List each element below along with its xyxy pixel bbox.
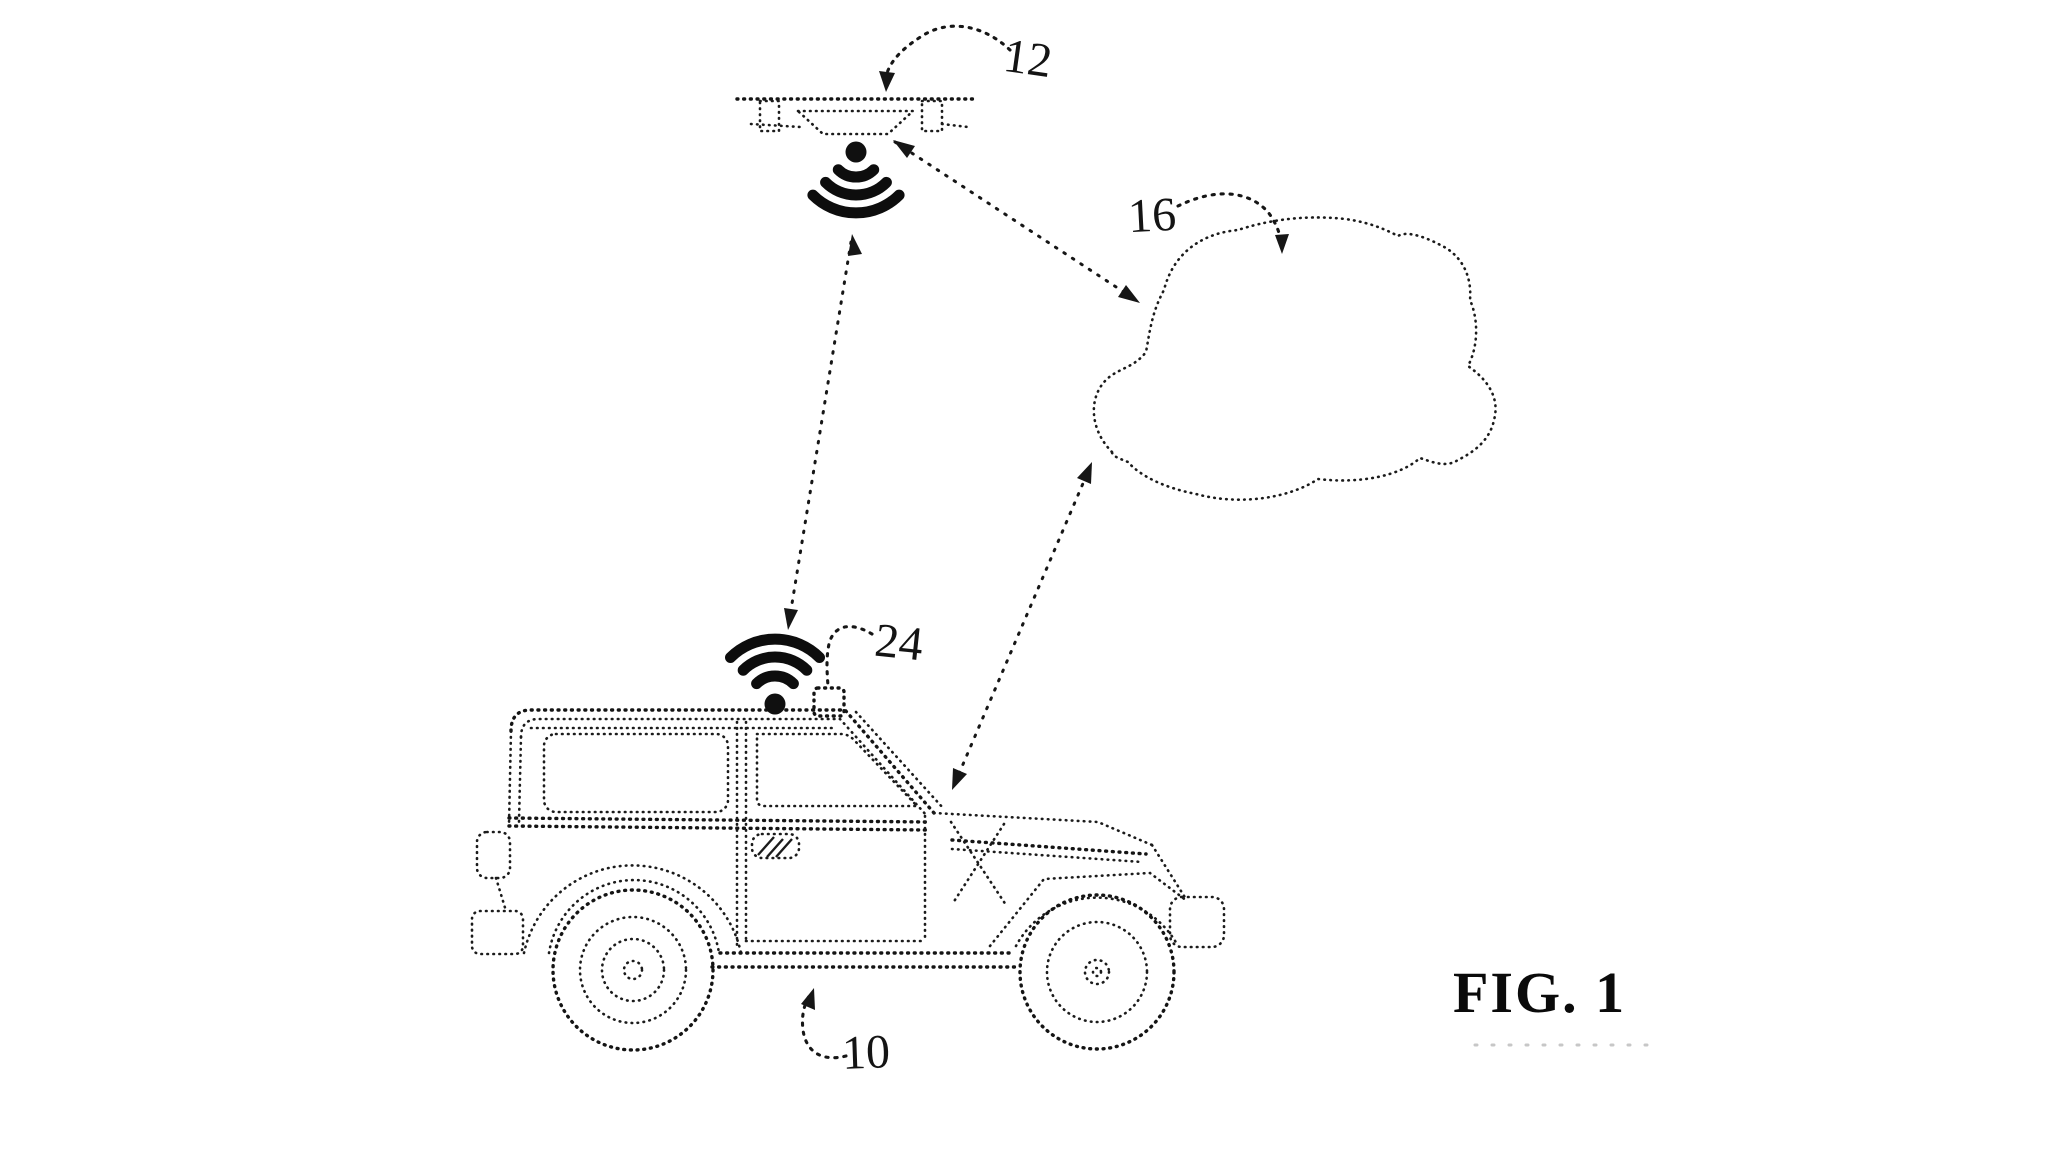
vehicle-roof-outer [509,708,936,815]
wifi-arc-1 [751,670,799,690]
wifi-dot [845,141,867,163]
leader-10 [800,991,848,1060]
vehicle-rear-window [542,732,730,814]
wifi-dot [764,693,786,715]
vehicle-rear-wheel-arch-inner [547,878,721,955]
vehicle-wifi-icon [725,633,825,715]
vehicle-front-face [1150,843,1188,901]
front-rim [1083,958,1111,986]
vehicle-cowl-brace [949,820,1008,907]
vehicle-roof-inner [519,717,929,818]
figure-caption: FIG. 1 [1453,960,1626,1025]
arrowhead-up [848,234,862,256]
rear-wheel [551,888,715,1052]
vehicle-rear-bumper [470,909,525,956]
front-wheel [1018,893,1176,1051]
drone-right-hub [920,99,944,133]
arrowhead-to-cloud [1118,285,1140,303]
vehicle-rear-connector [494,876,508,913]
signal-link-vehicle-cloud [952,462,1092,790]
vehicle-beltline-lower [507,824,930,832]
link-line [787,240,853,624]
front-hub [1091,966,1103,978]
front-tire-inner [1045,920,1149,1024]
vehicle-front-bumper [1168,895,1226,949]
vehicle-rear-edge-inner [517,735,523,824]
vehicle-rear-wheel-arch-outer [522,864,743,955]
signal-link-drone-vehicle [784,234,862,630]
wifi-arc-2 [820,176,892,201]
rear-rim [600,937,666,1003]
ref-label-cloud: 16 [1127,188,1178,243]
rear-tire-inner [578,915,688,1025]
vehicle-door-window [755,732,921,808]
wifi-arc-3 [807,189,905,219]
leader-24 [825,625,874,688]
leader-16-arrowhead [1275,234,1289,254]
drone-right-arm [940,122,970,129]
vehicle-hood-top [932,811,1154,847]
vehicle-illustration [470,686,1226,1052]
front-tire-outer [1018,893,1176,1051]
leader-12-arrowhead [879,71,895,92]
vehicle-hood-side-2 [950,847,1144,864]
cloud-network-outline [1092,216,1497,501]
ref-24-group: 24 [825,614,926,688]
arrowhead-to-drone [893,140,915,158]
vehicle-beltline-upper [507,816,932,824]
arrowhead-down [784,608,798,630]
vehicle-taillight [475,830,512,880]
rear-hub [622,959,644,981]
vehicle-a-pillar-inner [854,710,945,810]
vehicle-front-fender [988,871,1189,948]
ref-label-vehicle: 10 [841,1025,891,1080]
leader-10-arrowhead [801,988,815,1010]
ref-12-group: 12 [879,24,1055,92]
vehicle-rear-edge [507,729,513,826]
drone-illustration [735,97,979,136]
ref-10-group: 10 [800,988,891,1080]
wifi-arc-1 [832,164,880,183]
arrowhead-to-cloud [1077,462,1092,484]
wifi-arc-3 [725,633,825,663]
signal-link-drone-cloud [893,140,1140,303]
ref-label-antenna: 24 [872,614,925,672]
link-line [893,140,1138,302]
vehicle-hood-side-1 [950,838,1148,856]
wifi-arc-2 [737,651,813,676]
drone-body [794,109,917,136]
drone-left-arm [749,122,802,129]
drone-wifi-icon [807,141,905,219]
rear-tire-outer [551,888,715,1052]
drone-left-hub [758,99,781,133]
ref-16-group: 16 [1127,188,1289,254]
ref-label-drone: 12 [1000,29,1055,88]
leader-12 [883,24,1012,84]
vehicle-door-handle [750,832,801,860]
arrowhead-to-vehicle [952,768,967,790]
link-line [953,465,1092,785]
antenna-box [812,686,846,718]
door-handle-hatch [757,836,793,858]
leader-16 [1176,192,1284,250]
